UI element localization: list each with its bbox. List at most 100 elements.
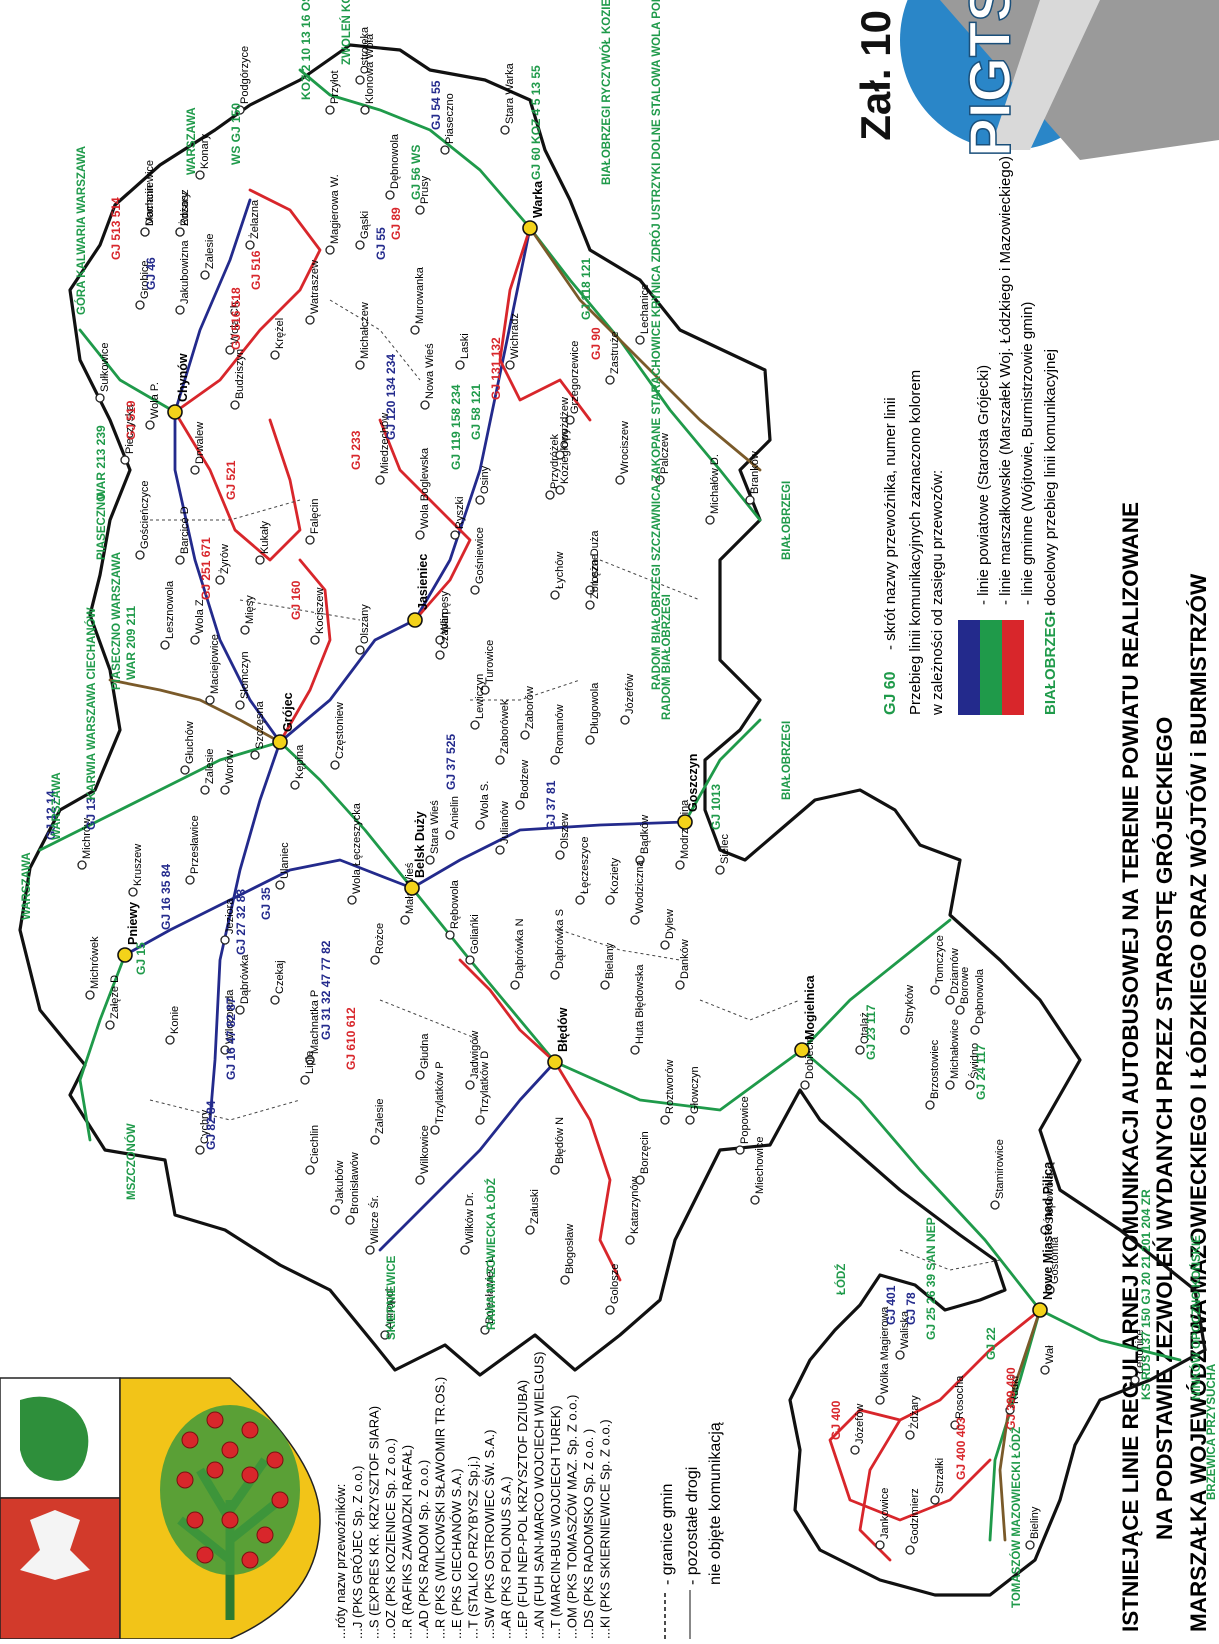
minor-road-4 (149, 1099, 301, 1121)
line-label: GJ 251 671 (199, 537, 213, 600)
place-name: Zaborówek (499, 699, 511, 754)
destination-2: GÓRA KALWARIA WARSZAWA (75, 146, 88, 315)
line-label: GJ 400 (829, 1400, 843, 1440)
place-102: Michrówek (85, 936, 101, 1000)
seat-name: Pniewy (126, 902, 140, 945)
place-74: Józefów (620, 674, 636, 725)
line-label: GJ 519 (124, 400, 138, 440)
place-name: Rososz (179, 189, 191, 226)
line-label: GJ 120 134 234 (384, 354, 398, 440)
place-name: Bronisławów (349, 1152, 361, 1214)
apple-tree-icon (160, 1405, 300, 1620)
place-160: Domaniewice (140, 160, 156, 237)
legend-swatch-3 (1002, 620, 1024, 715)
carrier-item: ...OZ (PKS KOZIENICE Sp. Z o.o.) (383, 1438, 398, 1639)
place-marker (420, 400, 430, 410)
line-label: WAR 209 211 (124, 606, 138, 680)
place-marker (1045, 1285, 1055, 1295)
place-name: Wilkowice (419, 1125, 431, 1174)
pigts-logo-swoosh (940, 0, 1219, 160)
minor-road-9 (559, 929, 681, 961)
place-151: Żdżary (905, 1395, 921, 1440)
place-marker (585, 735, 595, 745)
line-label: GJ 55 (374, 227, 388, 260)
place-marker (505, 360, 515, 370)
destination-11: BIAŁOBRZEGI RYCZYWÓŁ KOZIENICE (600, 0, 613, 185)
place-name: Wichradz (509, 313, 521, 359)
place-name: Bodzew (519, 760, 531, 799)
place-name: Wola Boglewska (419, 447, 431, 529)
place-marker (305, 535, 315, 545)
place-30: Lężne (585, 554, 601, 595)
place-5: Żelazna (245, 199, 261, 250)
destination-label: SKIERNIEWICE (386, 1255, 398, 1340)
place-marker (415, 1175, 425, 1185)
carrier-item: ...E (PKS CIECHANÓW S.A.) (449, 1469, 464, 1639)
place-marker (930, 1495, 940, 1505)
place-marker (470, 585, 480, 595)
place-name: Zbrosza Duża (589, 530, 601, 599)
line-label: GJ 16 35 84 (159, 864, 173, 930)
destination-12: BIAŁOBRZEGI (781, 481, 793, 560)
place-59: Watraszew (305, 260, 321, 325)
place-marker (495, 845, 505, 855)
destination-label: BRZEWICA PRZYSUCHA (1206, 1364, 1218, 1500)
place-marker (1040, 1225, 1050, 1235)
place-150: Rosocha (950, 1375, 966, 1430)
route-marszalek-15 (78, 328, 177, 414)
place-marker (220, 935, 230, 945)
destination-label: BIAŁOBRZEGI (781, 721, 793, 800)
place-marker (270, 350, 280, 360)
line-label: GJ 24 117 (974, 1044, 988, 1100)
place-marker (120, 455, 130, 465)
place-147: Gostomia (1045, 1236, 1061, 1295)
carriers-list: ...róty nazw przewoźników:...J (PKS GRÓJ… (333, 1352, 613, 1639)
destination-label: BIAŁOBRZEGI RYCZYWÓŁ KOZIENICE (600, 0, 613, 185)
legend-color-bar (958, 620, 1024, 715)
place-7: Pieczyska (120, 404, 136, 465)
place-name: Stara Warka (504, 62, 516, 124)
place-marker (345, 1215, 355, 1225)
place-name: Grzegorzewice (569, 341, 581, 414)
seat-1: Chynów (167, 353, 190, 420)
route-brown-25 (528, 226, 762, 472)
minor-road-3 (599, 559, 701, 601)
place-name: Osiny (479, 465, 491, 494)
place-42: Wrociszew (615, 421, 631, 485)
place-119: Bronisławów (345, 1152, 361, 1225)
place-marker (480, 1325, 490, 1335)
place-marker (220, 1045, 230, 1055)
place-141: Borowe (955, 967, 971, 1015)
place-32: Czaplin (435, 612, 451, 660)
place-marker (195, 1145, 205, 1155)
header-area: PIGTS Zał. 10 (852, 0, 1219, 160)
place-name: Lewiczyn (474, 674, 486, 719)
seat-marker (407, 612, 423, 628)
place-marker (635, 335, 645, 345)
line-label: GJ 521 (224, 460, 238, 500)
place-marker (495, 755, 505, 765)
place-marker (128, 887, 138, 897)
line-label: GJ 46 (144, 257, 158, 290)
place-marker (370, 955, 380, 965)
place-134: Miechowice (750, 1137, 766, 1205)
place-130: Huta Błędowska (630, 964, 646, 1055)
carrier-item: ...DS (PKS RADOMSKO Sp. Z o.o. ) (581, 1429, 596, 1639)
legend-block: GJ 60 - skrót nazwy przewoźnika, numer l… (882, 156, 1059, 716)
place-marker (190, 635, 200, 645)
place-name: Rożce (374, 923, 386, 954)
place-marker (625, 1235, 635, 1245)
seat-name: Błędów (556, 1007, 570, 1052)
place-marker (410, 325, 420, 335)
place-77: Bodzew (515, 760, 531, 810)
place-52: Klonowa Wola (360, 33, 376, 115)
place-marker (615, 475, 625, 485)
place-name: Przesławice (189, 815, 201, 874)
place-marker (225, 345, 235, 355)
place-53: Ostrołęka (355, 26, 371, 85)
seat-5: Belsk Duży (404, 811, 427, 896)
place-name: Wola P. (149, 382, 161, 419)
place-name: Falęcin (309, 499, 321, 534)
line-label: GJ 37 525 (444, 734, 458, 790)
line-label: GJ 233 (349, 430, 363, 470)
